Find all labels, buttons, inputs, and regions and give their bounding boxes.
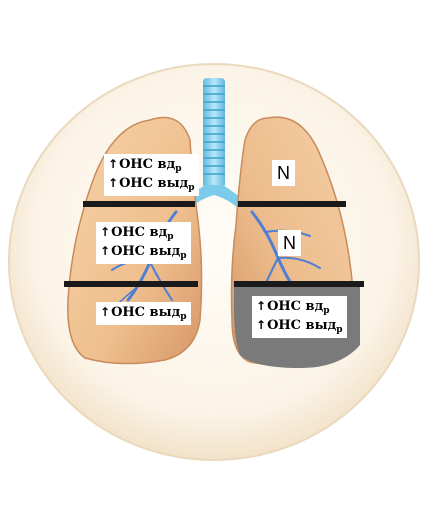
up-arrow-icon: ↑ (108, 157, 119, 171)
up-arrow-icon: ↑ (100, 225, 111, 239)
right-upper-label: N (272, 160, 295, 186)
up-arrow-icon: ↑ (100, 305, 111, 319)
up-arrow-icon: ↑ (256, 299, 267, 313)
up-arrow-icon: ↑ (256, 318, 267, 332)
right-middle-label: N (278, 230, 301, 256)
up-arrow-icon: ↑ (108, 176, 119, 190)
zone-dividers (64, 201, 364, 287)
up-arrow-icon: ↑ (100, 244, 111, 258)
